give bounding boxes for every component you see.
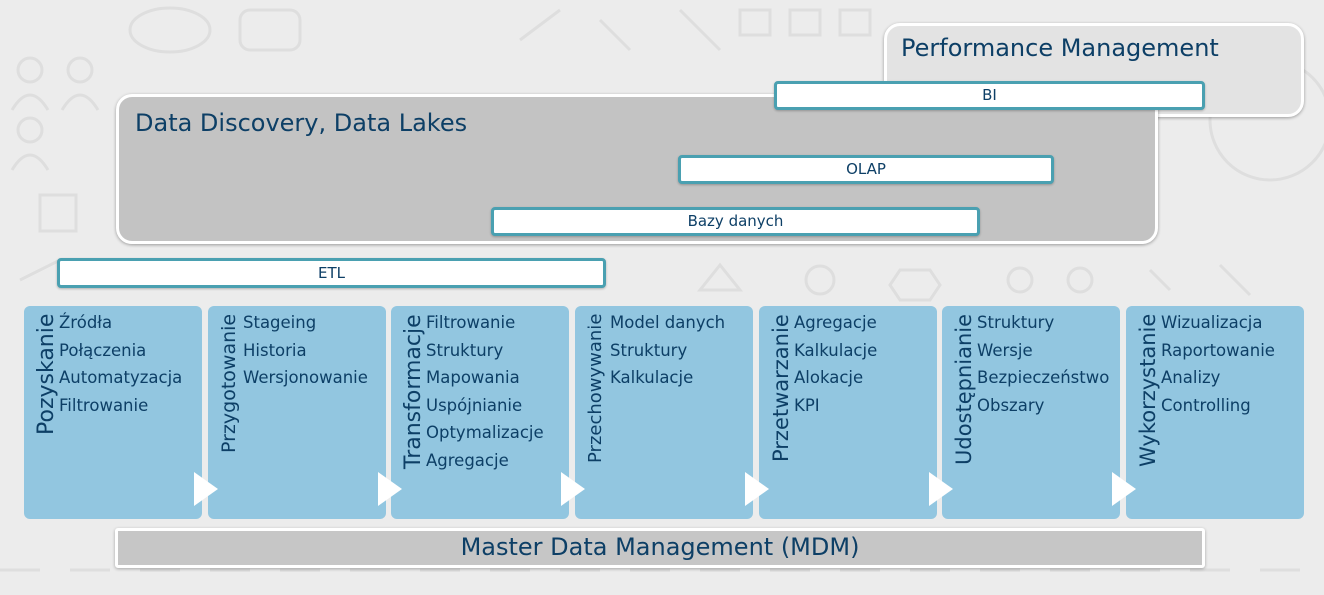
stage-item: Struktury <box>977 313 1055 332</box>
bazy-danych-bar: Bazy danych <box>491 207 980 236</box>
stage-item: Controlling <box>1161 395 1251 415</box>
stage-arrow-icon <box>1112 472 1136 506</box>
stage-item: Źródła <box>59 313 113 332</box>
stage-item: Raportowanie <box>1161 340 1275 360</box>
stage-item: Wersjonowanie <box>243 368 368 387</box>
stage-title: Udostępnianie <box>952 313 976 465</box>
stage-item-list: Agregacje Kalkulacje Alokacje KPI <box>794 309 877 419</box>
stage-title: Pozyskanie <box>34 313 59 435</box>
stage-item: Kalkulacje <box>610 368 694 387</box>
stage-item: Wersje <box>977 340 1033 360</box>
stage-arrow-icon <box>745 472 769 506</box>
stage-item: KPI <box>794 395 820 415</box>
stage-item: Uspójnianie <box>426 395 523 415</box>
stage-przygotowanie: Przygotowanie Stageing Historia Wersjono… <box>208 306 402 519</box>
stage-udostepnianie: Udostępnianie Struktury Wersje Bezpiecze… <box>942 306 1136 519</box>
stage-wykorzystanie: Wykorzystanie Wizualizacja Raportowanie … <box>1126 306 1304 519</box>
stage-title: Transformacje <box>401 314 426 469</box>
stage-item: Historia <box>243 340 307 360</box>
stage-item: Struktury <box>426 340 504 360</box>
stage-pozyskanie: Pozyskanie Źródła Połączenia Automatyzac… <box>24 306 218 519</box>
stage-item-list: Stageing Historia Wersjonowanie <box>243 309 368 392</box>
stage-item: Agregacje <box>426 450 509 470</box>
stage-arrow-icon <box>194 472 218 506</box>
stage-item-list: Filtrowanie Struktury Mapowania Uspójnia… <box>426 309 544 474</box>
data-discovery-title: Data Discovery, Data Lakes <box>135 109 468 137</box>
stage-item: Kalkulacje <box>794 340 878 360</box>
stage-item: Alokacje <box>794 368 864 387</box>
master-data-management-bar: Master Data Management (MDM) <box>115 528 1205 568</box>
stage-item: Filtrowanie <box>59 395 149 415</box>
stage-item: Stageing <box>243 313 317 332</box>
stage-item: Analizy <box>1161 368 1221 387</box>
stage-arrow-icon <box>561 472 585 506</box>
stage-item-list: Model danych Struktury Kalkulacje <box>610 309 725 392</box>
stage-title: Przygotowanie <box>218 313 240 453</box>
performance-management-title: Performance Management <box>901 34 1219 62</box>
stage-arrow-icon <box>378 472 402 506</box>
stage-item: Bezpieczeństwo <box>977 368 1110 387</box>
stage-item: Optymalizacje <box>426 423 544 442</box>
bi-bar: BI <box>774 81 1205 110</box>
stage-title: Przetwarzanie <box>769 314 793 462</box>
stage-item-list: Struktury Wersje Bezpieczeństwo Obszary <box>977 309 1109 419</box>
stage-item: Wizualizacja <box>1161 313 1263 332</box>
stage-item: Model danych <box>610 313 726 332</box>
stage-item-list: Źródła Połączenia Automatyzacja Filtrowa… <box>59 309 182 419</box>
stage-przechowywanie: Przechowywanie Model danych Struktury Ka… <box>575 306 769 519</box>
stage-title: Wykorzystanie <box>1136 313 1160 467</box>
stage-arrow-icon <box>929 472 953 506</box>
stage-item: Filtrowanie <box>426 313 516 332</box>
stage-title: Przechowywanie <box>585 313 606 463</box>
stage-item: Połączenia <box>59 340 147 360</box>
etl-bar: ETL <box>57 258 606 288</box>
stage-item: Struktury <box>610 340 688 360</box>
stage-item: Automatyzacja <box>59 368 183 387</box>
stage-item-list: Wizualizacja Raportowanie Analizy Contro… <box>1161 309 1275 419</box>
stage-przetwarzanie: Przetwarzanie Agregacje Kalkulacje Aloka… <box>759 306 953 519</box>
stage-item: Agregacje <box>794 313 877 332</box>
stage-transformacje: Transformacje Filtrowanie Struktury Mapo… <box>391 306 585 519</box>
stage-item: Obszary <box>977 395 1045 415</box>
olap-bar: OLAP <box>678 155 1054 184</box>
stage-item: Mapowania <box>426 368 520 387</box>
